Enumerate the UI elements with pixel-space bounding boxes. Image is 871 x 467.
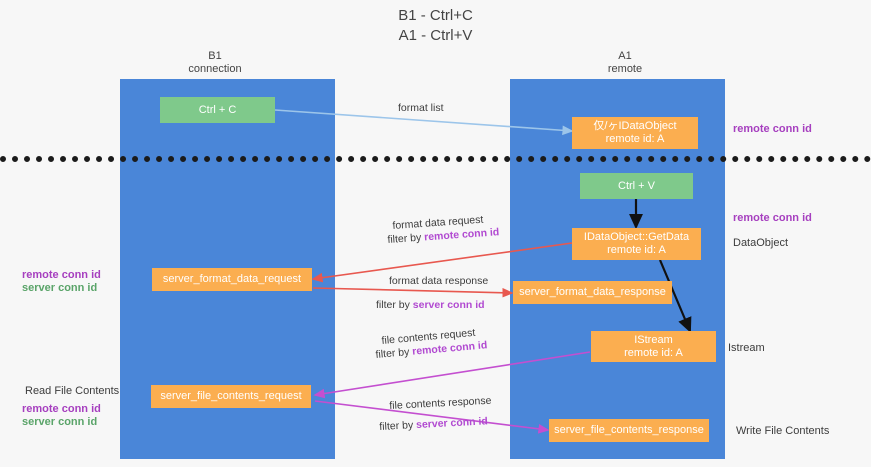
node-ole-set-clipboard-line1: 仅/ヶIDataObject: [593, 120, 677, 132]
node-ctrl-v[interactable]: Ctrl + V: [580, 173, 693, 199]
edge-label-format-data-response: format data response: [389, 274, 488, 288]
annotation-left-remote-conn-id-2: remote conn id: [22, 403, 101, 415]
node-idataobject-getdata[interactable]: IDataObject::GetData remote id: A: [572, 228, 701, 260]
annotation-remote-conn-id-top: remote conn id: [733, 123, 812, 135]
node-server-file-contents-request[interactable]: server_file_contents_request: [151, 385, 311, 408]
edge-filter-highlight-2: server conn id: [412, 299, 485, 311]
node-file-response-label: server_file_contents_response: [554, 424, 704, 436]
node-ctrl-c-label: Ctrl + C: [198, 103, 237, 116]
annotation-dataobject: DataObject: [733, 237, 789, 249]
edge-label-format-list: format list: [398, 102, 444, 114]
wire-file-contents-response: [314, 400, 550, 434]
node-server-format-data-request[interactable]: server_format_data_request: [152, 268, 312, 291]
node-ole-set-clipboard[interactable]: 仅/ヶIDataObject remote id: A: [572, 117, 698, 149]
wire-file-contents-request: [313, 351, 591, 399]
edge-filter-prefix-4: filter by: [379, 419, 417, 433]
node-istream-line1: IStream: [634, 333, 673, 346]
node-file-request-label: server_file_contents_request: [160, 390, 302, 402]
wire-format-data-response: [312, 287, 514, 298]
edge-filter-prefix-1: filter by: [387, 231, 425, 246]
node-getdata-line2: remote id: A: [607, 244, 666, 256]
annotation-read-file-contents: Read File Contents: [25, 385, 120, 397]
wire-format-list: [274, 109, 574, 136]
title-line-2: A1 - Ctrl+V: [398, 27, 473, 44]
lane-a1-sub: remote: [607, 63, 643, 75]
wire-format-data-request: [311, 242, 573, 283]
wire-getdata-istream: [658, 259, 692, 334]
edge-label-format-data-response-filter: filter by server conn id: [376, 298, 485, 312]
section-divider: [0, 156, 871, 162]
edge-filter-prefix-3: filter by: [375, 345, 413, 361]
lane-b1-name: B1: [208, 50, 222, 62]
annotation-left-server-conn-id-2: server conn id: [22, 416, 98, 428]
node-istream-line2: remote id: A: [624, 346, 683, 359]
lane-b1-sub: connection: [188, 63, 242, 75]
node-getdata-line1: IDataObject::GetData: [583, 231, 690, 243]
edge-filter-highlight-4: server conn id: [415, 415, 489, 432]
diagram-title: B1 - Ctrl+C A1 - Ctrl+V: [0, 6, 871, 46]
edge-label-format-data-response-text: format data response: [389, 275, 489, 287]
annotation-left-remote-conn-id: remote conn id: [22, 269, 101, 281]
node-server-format-data-response[interactable]: server_format_data_response: [513, 281, 672, 304]
annotation-write-file-contents: Write File Contents: [736, 425, 830, 437]
edge-filter-prefix-2: filter by: [376, 299, 413, 311]
node-server-file-contents-response[interactable]: server_file_contents_response: [549, 419, 709, 442]
lane-header-a1: A1 remote: [565, 50, 685, 76]
node-format-request-label: server_format_data_request: [162, 273, 302, 285]
node-ole-set-clipboard-line2: remote id: A: [605, 133, 665, 145]
node-ctrl-v-label: Ctrl + V: [618, 179, 655, 192]
annotation-remote-conn-id-mid: remote conn id: [733, 212, 812, 224]
node-format-response-label: server_format_data_response: [519, 286, 666, 298]
node-istream[interactable]: IStream remote id: A: [591, 331, 716, 362]
node-ctrl-c[interactable]: Ctrl + C: [160, 97, 275, 123]
annotation-istream: Istream: [728, 342, 765, 354]
lane-a1-name: A1: [618, 50, 632, 62]
title-line-1: B1 - Ctrl+C: [398, 7, 473, 24]
lane-header-b1: B1 connection: [155, 50, 275, 76]
annotation-left-server-conn-id: server conn id: [22, 282, 98, 294]
